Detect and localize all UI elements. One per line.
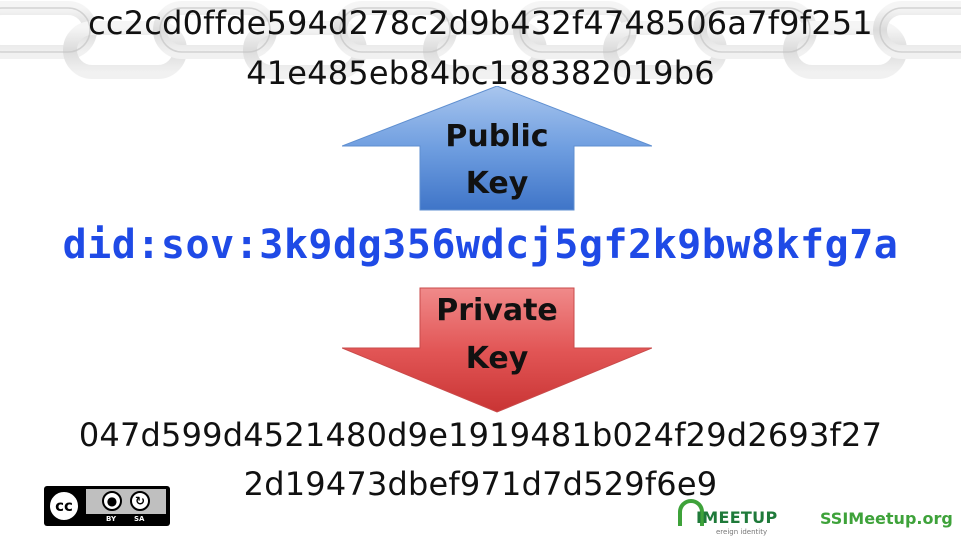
ssi-meetup-logo: IMEETUP ereign identity [676, 498, 806, 538]
chain-background [0, 1, 961, 79]
meetup-arc-icon [678, 499, 704, 526]
by-person-icon: ● [102, 491, 122, 511]
private-key-hash-line-2: 2d19473dbef971d7d529f6e9 [243, 465, 718, 503]
share-alike-icon: ↻ [130, 491, 150, 511]
public-key-label-line-2: Key [465, 166, 529, 201]
public-key-label-line-1: Public [445, 119, 549, 154]
cc-icon-label: cc [55, 497, 73, 515]
meetup-logo-text: IMEETUP [696, 508, 778, 527]
public-key-hash-line-1: cc2cd0ffde594d278c2d9b432f4748506a7f9f25… [88, 4, 873, 42]
by-label: BY [106, 515, 117, 523]
private-key-hash-line-1: 047d599d4521480d9e1919481b024f29d2693f27 [78, 416, 883, 454]
private-key-label-line-2: Key [465, 341, 529, 376]
cc-by-sa-license-badge[interactable]: cc ● ↻ BY SA [44, 486, 170, 526]
cc-icon [47, 489, 81, 523]
did-identifier: did:sov:3k9dg356wdcj5gf2k9bw8kfg7a [62, 222, 899, 268]
license-icons-panel [86, 489, 166, 514]
private-key-label-line-1: Private [436, 293, 558, 328]
public-key-arrow [342, 86, 652, 211]
private-key-arrow [342, 287, 652, 413]
site-url[interactable]: SSIMeetup.org [820, 509, 953, 528]
sa-label: SA [134, 515, 145, 523]
meetup-logo-subtext: ereign identity [716, 528, 768, 536]
public-key-hash-line-2: 41e485eb84bc188382019b6 [246, 54, 715, 92]
